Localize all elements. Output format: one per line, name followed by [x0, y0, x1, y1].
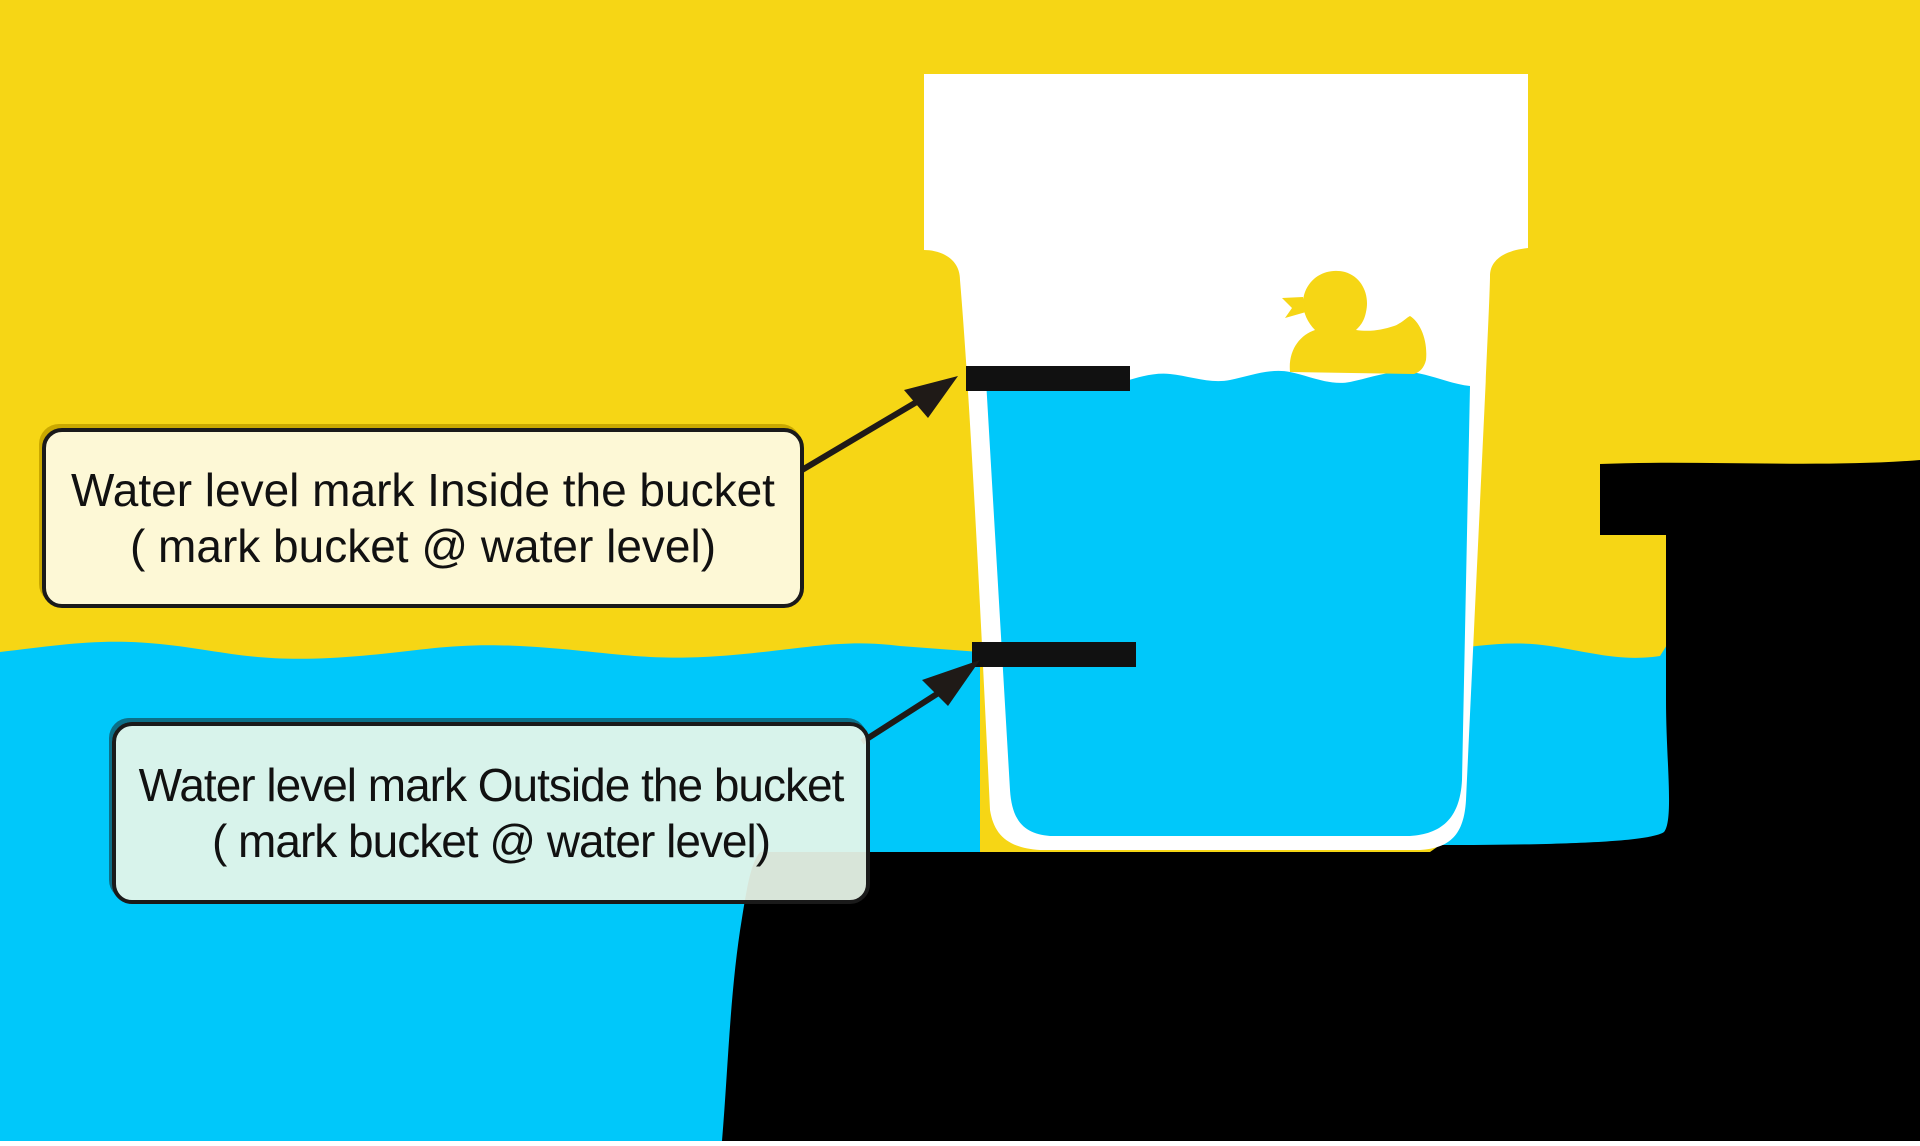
callout-outside-line1: Water level mark Outside the bucket: [138, 759, 845, 811]
inside-water: [986, 370, 1470, 836]
inside-level-mark: [966, 366, 1130, 391]
inside-arrow: [800, 376, 958, 473]
rubber-duck-icon: [1282, 270, 1427, 374]
callout-outside-label: Water level mark Outside the bucket ( ma…: [112, 722, 870, 904]
outside-water-right: [1440, 640, 1670, 860]
outside-level-mark: [972, 642, 1136, 667]
callout-inside-line1: Water level mark Inside the bucket: [71, 464, 775, 516]
callout-outside-line2: ( mark bucket @ water level): [211, 815, 771, 867]
callout-inside-label: Water level mark Inside the bucket ( mar…: [42, 428, 804, 608]
ground-ledge: [722, 460, 1920, 1141]
outside-arrow: [860, 660, 980, 745]
callout-inside-line2: ( mark bucket @ water level): [129, 520, 717, 572]
